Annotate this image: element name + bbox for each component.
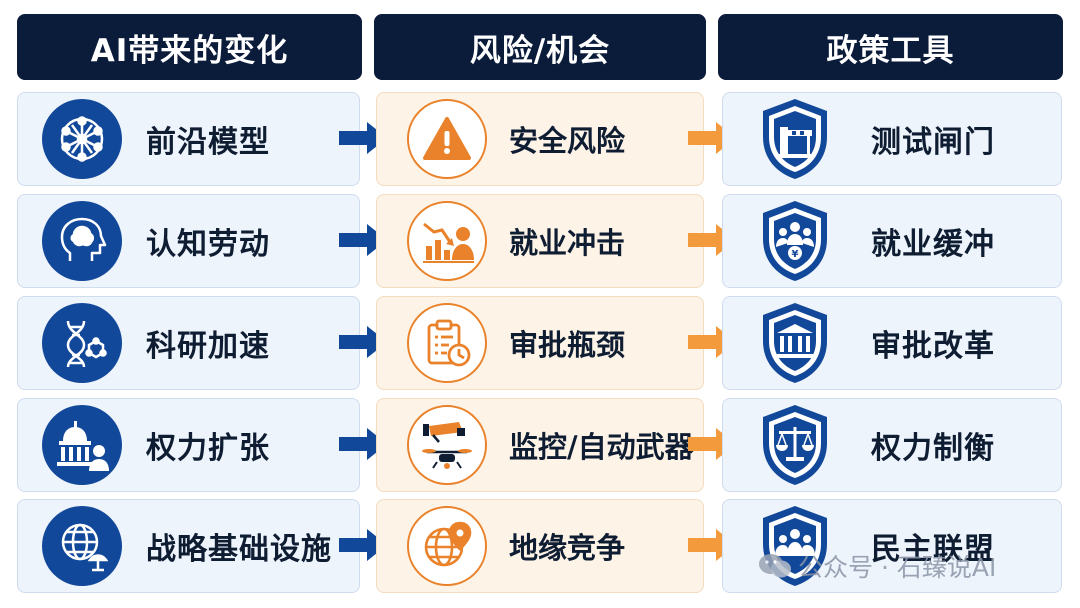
risk-label: 安全风险 bbox=[509, 124, 626, 158]
clipboard-clock-icon bbox=[407, 303, 487, 383]
brain-head-icon bbox=[42, 201, 122, 281]
policy-card: 测试闸门 bbox=[722, 92, 1062, 186]
svg-text:¥: ¥ bbox=[792, 249, 799, 260]
header-risk-opportunity: 风险/机会 bbox=[374, 14, 706, 80]
arrow-right-icon bbox=[339, 326, 387, 358]
row-frontier-model: 前沿模型 安全风险 测试闸门 bbox=[0, 92, 1080, 188]
shield-institution-icon bbox=[763, 303, 827, 383]
risk-card: 就业冲击 bbox=[376, 194, 704, 288]
risk-label: 地缘竞争 bbox=[509, 531, 626, 565]
globe-pin-icon bbox=[407, 506, 487, 586]
change-card: 权力扩张 bbox=[17, 398, 360, 492]
risk-label: 审批瓶颈 bbox=[509, 328, 626, 362]
policy-label: 就业缓冲 bbox=[871, 227, 995, 262]
watermark-text: 公众号 · 石臻说AI bbox=[798, 553, 997, 582]
change-card: 科研加速 bbox=[17, 296, 360, 390]
row-cognitive-labor: 认知劳动 就业冲击 ¥ 就业缓冲 bbox=[0, 194, 1080, 290]
wechat-icon bbox=[759, 554, 791, 578]
arrow-right-icon bbox=[339, 428, 387, 460]
change-card: 战略基础设施 bbox=[17, 499, 360, 593]
policy-card: 审批改革 bbox=[722, 296, 1062, 390]
network-icon bbox=[42, 99, 122, 179]
arrow-right-icon bbox=[339, 529, 387, 561]
globe-satellite-icon bbox=[42, 506, 122, 586]
camera-drone-icon bbox=[407, 405, 487, 485]
change-label: 认知劳动 bbox=[146, 227, 270, 262]
change-label: 战略基础设施 bbox=[146, 532, 332, 567]
risk-card: 地缘竞争 bbox=[376, 499, 704, 593]
shield-gate-icon bbox=[763, 99, 827, 179]
warning-icon bbox=[407, 99, 487, 179]
policy-card: 权力制衡 bbox=[722, 398, 1062, 492]
row-power-expansion: 权力扩张 监控/自动武器 bbox=[0, 398, 1080, 494]
header-policy-tools: 政策工具 bbox=[718, 14, 1063, 80]
watermark: 公众号 · 石臻说AI bbox=[758, 548, 996, 584]
policy-label: 审批改革 bbox=[871, 329, 995, 364]
header-ai-changes: AI带来的变化 bbox=[17, 14, 362, 80]
arrow-right-icon bbox=[339, 224, 387, 256]
row-research-acceleration: 科研加速 审批瓶颈 审批改革 bbox=[0, 296, 1080, 392]
shield-alliance-icon bbox=[763, 506, 827, 586]
change-card: 前沿模型 bbox=[17, 92, 360, 186]
policy-card: 民主联盟 bbox=[722, 499, 1062, 593]
shield-scales-icon bbox=[763, 405, 827, 485]
policy-label: 测试闸门 bbox=[871, 125, 995, 160]
risk-card: 安全风险 bbox=[376, 92, 704, 186]
change-label: 前沿模型 bbox=[146, 125, 270, 160]
change-label: 权力扩张 bbox=[146, 431, 270, 466]
row-strategic-infrastructure: 战略基础设施 地缘竞争 民主联盟 bbox=[0, 499, 1080, 595]
shield-people-icon: ¥ bbox=[763, 201, 827, 281]
risk-card: 监控/自动武器 bbox=[376, 398, 704, 492]
change-label: 科研加速 bbox=[146, 329, 270, 364]
capitol-person-icon bbox=[42, 405, 122, 485]
risk-label: 就业冲击 bbox=[509, 226, 626, 260]
risk-card: 审批瓶颈 bbox=[376, 296, 704, 390]
dna-molecule-icon bbox=[42, 303, 122, 383]
risk-label: 监控/自动武器 bbox=[509, 430, 694, 464]
policy-card: ¥ 就业缓冲 bbox=[722, 194, 1062, 288]
arrow-right-icon bbox=[339, 122, 387, 154]
policy-label: 权力制衡 bbox=[871, 431, 995, 466]
change-card: 认知劳动 bbox=[17, 194, 360, 288]
policy-label: 民主联盟 bbox=[871, 532, 995, 567]
job-decline-icon bbox=[407, 201, 487, 281]
